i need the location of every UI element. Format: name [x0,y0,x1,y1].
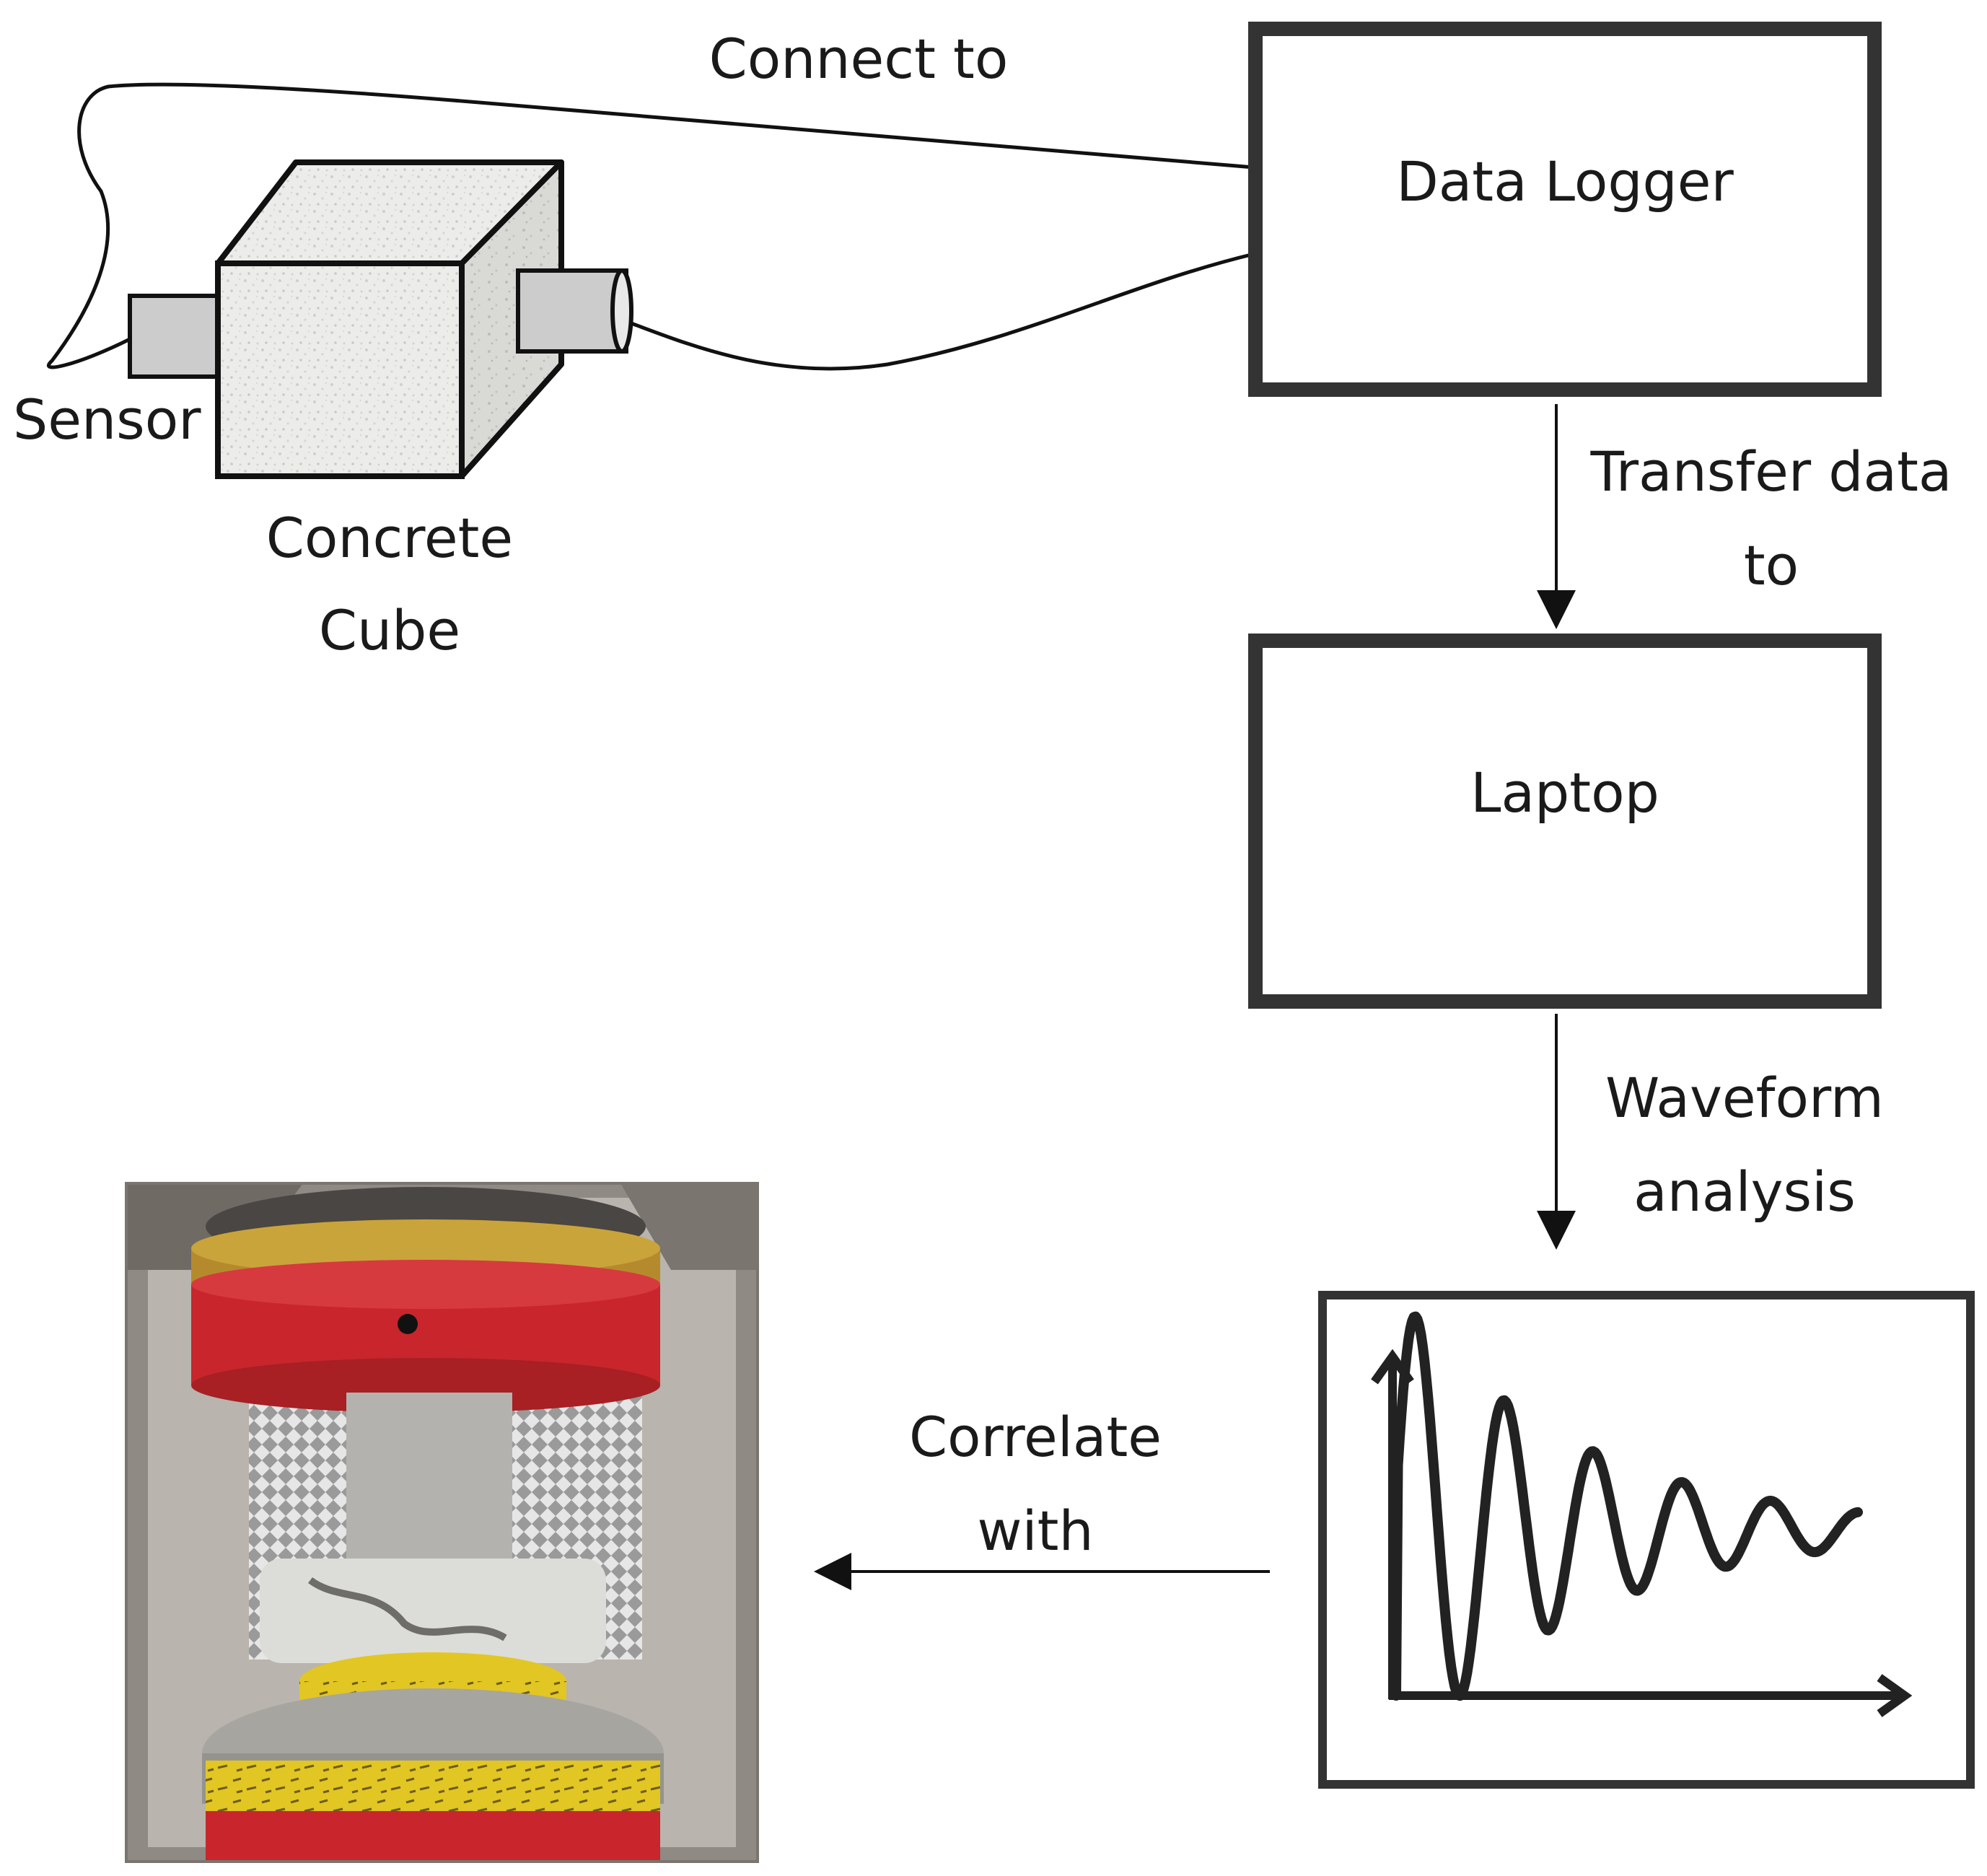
waveform-label-line2: analysis [1633,1160,1856,1224]
waveform-label-line1: Waveform [1605,1066,1884,1130]
laptop-label: Laptop [1470,761,1659,825]
data-logger-box [1248,22,1882,397]
data-logger-label: Data Logger [1396,149,1734,214]
left-sensor [128,294,226,379]
sensor-label: Sensor [13,387,201,452]
compression-test-photo [125,1182,759,1863]
transfer-label-line2: to [1744,533,1799,597]
concrete-cube-label-line1: Concrete [266,506,513,570]
right-sensor [516,268,633,354]
top-wire [46,82,1256,369]
transfer-label-line1: Transfer data [1590,439,1952,504]
correlate-label-line1: Correlate [909,1405,1162,1469]
waveform-box [1318,1291,1975,1789]
transfer-arrowhead [1537,590,1576,629]
correlate-label-line2: with [977,1499,1093,1563]
damped-waveform [1391,1311,1863,1701]
concrete-cube [215,159,564,479]
correlate-arrowhead [814,1553,851,1590]
waveform-arrowhead [1537,1211,1576,1250]
waveform-icon [1371,1311,1913,1717]
connect-to-label: Connect to [709,27,1009,91]
concrete-cube-label-line2: Cube [319,598,460,662]
bottom-wire [629,252,1256,371]
laptop-box [1248,634,1882,1009]
